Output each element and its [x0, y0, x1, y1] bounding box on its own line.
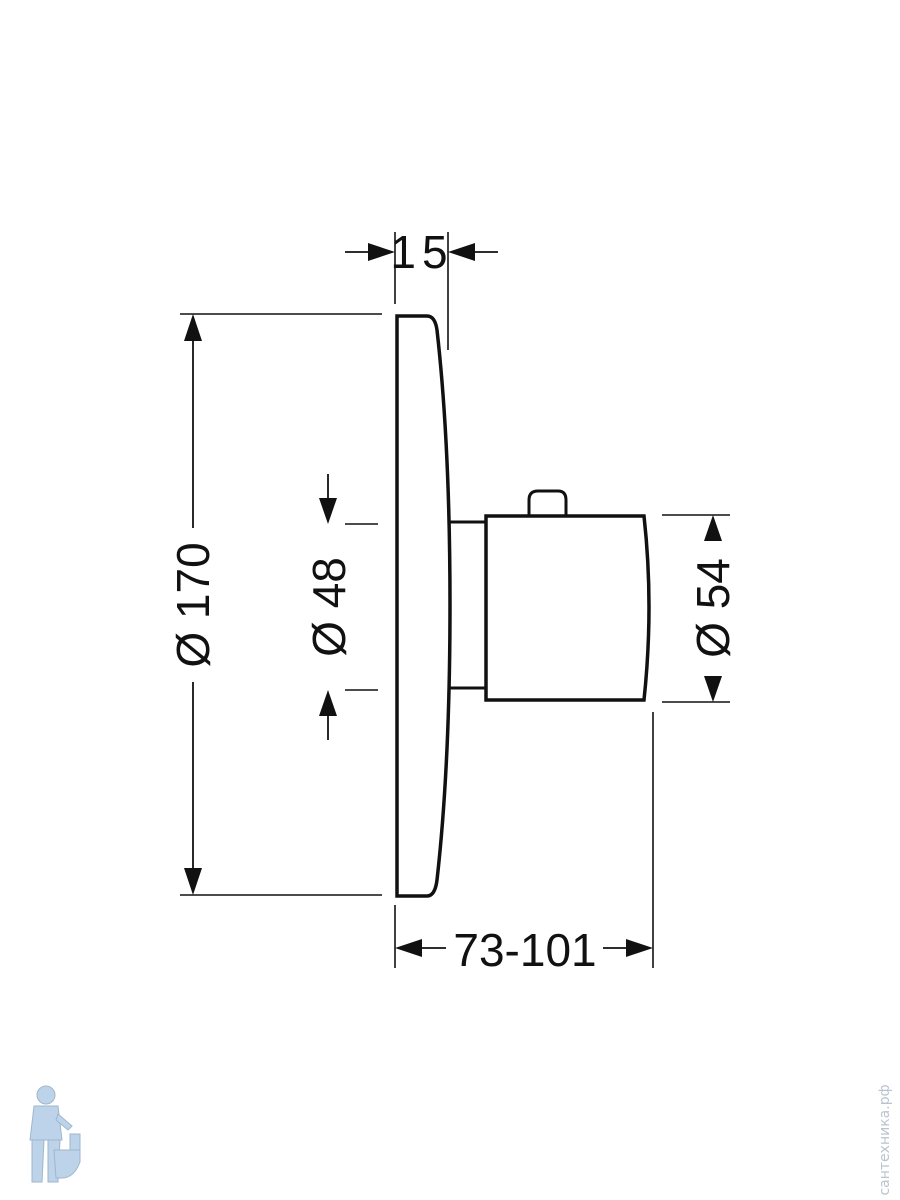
- extension-lines: [180, 232, 730, 968]
- dimension-depth-label: 73-101: [453, 924, 596, 976]
- dimension-15: 15: [345, 226, 498, 278]
- arrow-right-icon: [368, 243, 395, 261]
- dimension-diameter-170: Ø 170: [167, 314, 219, 895]
- watermark-text: сантехника.рф: [877, 1084, 893, 1195]
- dimension-diameter-54-label: Ø 54: [687, 558, 739, 658]
- watermark-logo: [29, 1085, 81, 1183]
- arrow-up-icon: [319, 690, 337, 716]
- dimension-15-label: 15: [390, 226, 453, 278]
- arrow-right-icon: [626, 939, 653, 957]
- wall-plate: [395, 314, 452, 898]
- arrow-up-icon: [184, 314, 202, 341]
- arrow-down-icon: [184, 868, 202, 895]
- arrow-left-icon: [395, 939, 422, 957]
- dimension-diameter-48: Ø 48: [303, 474, 355, 740]
- valve-stem: [450, 520, 486, 690]
- dimension-diameter-48-label: Ø 48: [303, 557, 355, 657]
- arrow-up-icon: [704, 515, 722, 541]
- handle-knob: [527, 489, 568, 516]
- dimension-depth: 73-101: [395, 924, 653, 976]
- thermostat-handle: [484, 489, 651, 702]
- dimension-diameter-54: Ø 54: [687, 515, 739, 702]
- dimension-diameter-170-label: Ø 170: [167, 542, 219, 667]
- plumber-icon: [29, 1085, 81, 1183]
- arrow-down-icon: [319, 498, 337, 524]
- arrow-down-icon: [704, 676, 722, 702]
- arrow-left-icon: [448, 243, 475, 261]
